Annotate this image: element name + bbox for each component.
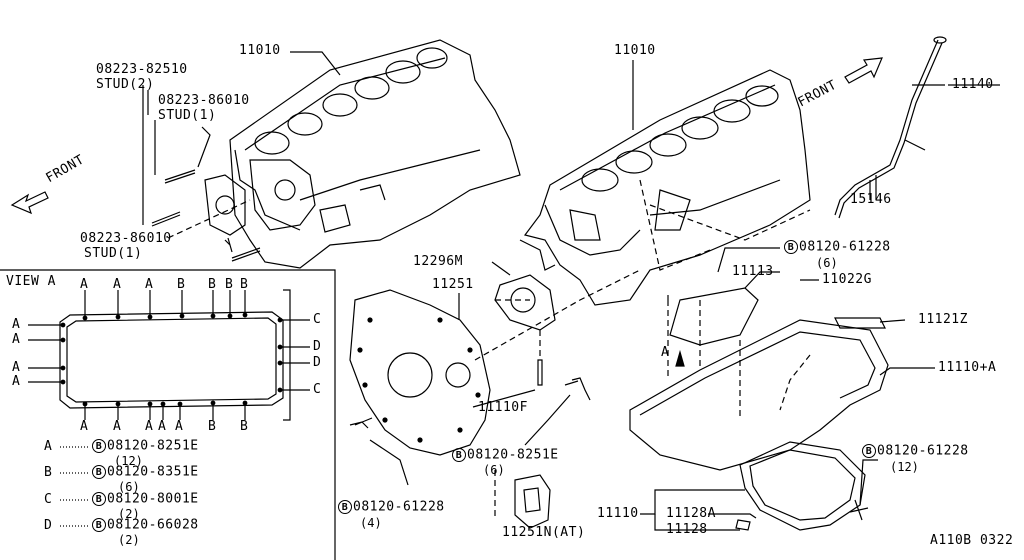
- rear-plate: [349, 289, 491, 456]
- legend-key: D: [44, 518, 53, 533]
- legend-qty: (12): [114, 454, 143, 468]
- studs-left: [142, 85, 261, 262]
- view-a-right-letter: C: [313, 312, 322, 327]
- label-block-right: 11010: [614, 43, 656, 58]
- label-view-arrow: A: [661, 345, 670, 360]
- label-bolt-top-right-qty: (6): [816, 256, 838, 270]
- view-a-top-letter: A: [80, 277, 89, 292]
- view-a-left-letter: A: [12, 360, 21, 375]
- at-cover: [514, 474, 551, 529]
- baffle-plate: [669, 287, 759, 346]
- bolt-symbol-icon: B: [338, 500, 352, 514]
- bolt-plate: [349, 417, 373, 429]
- bolt-symbol-icon: B: [92, 518, 106, 532]
- label-bolt-plate-qty: (4): [360, 516, 382, 530]
- legend-qty: (2): [118, 507, 140, 521]
- label-stud-11110f: 11110F: [478, 400, 528, 415]
- label-cover-at: 11251N(AT): [502, 525, 586, 540]
- view-a-top-letter: A: [113, 277, 122, 292]
- legend-key: B: [44, 465, 53, 480]
- label-block-left: 11010: [239, 43, 281, 58]
- label-oil-pan-assy: 11110+A: [938, 360, 997, 375]
- engine-block-left: [204, 39, 521, 269]
- view-a-bottom-letter: A: [158, 419, 167, 434]
- oil-pan-lower: [735, 441, 869, 531]
- label-bolt-center-qty: (6): [483, 463, 505, 477]
- view-a-frame: [0, 269, 336, 560]
- label-plug: 11022G: [822, 272, 872, 287]
- view-a-right-letter: D: [313, 355, 322, 370]
- view-a-left-letter: A: [12, 374, 21, 389]
- view-a-bottom-letter: A: [80, 419, 89, 434]
- bolt-symbol-icon: B: [92, 492, 106, 506]
- label-stud-upper-part: 08223-82510: [96, 62, 188, 77]
- label-oil-seal: 12296M: [413, 254, 463, 269]
- view-a-left-letter: A: [12, 332, 21, 347]
- guide-lines: [167, 179, 811, 520]
- label-stud-mid-part: 08223-86010: [158, 93, 250, 108]
- bolt-symbol-icon: B: [452, 448, 466, 462]
- view-a-top-letter: B: [208, 277, 217, 292]
- view-a-bottom-letter: B: [240, 419, 249, 434]
- view-a-top-letter: B: [240, 277, 249, 292]
- label-drain-plug: 11128: [666, 522, 708, 537]
- label-stud-low-part: 08223-86010: [80, 231, 172, 246]
- label-bolt-pan-side-qty: (12): [890, 460, 919, 474]
- stud-11110f: [537, 359, 543, 386]
- view-a-right-letter: D: [313, 339, 322, 354]
- view-a-title: VIEW A: [6, 274, 56, 289]
- view-a-bottom-letter: A: [175, 419, 184, 434]
- legend-qty: (2): [118, 533, 140, 547]
- bolt-center: [564, 377, 591, 401]
- label-stud-low-name: STUD(1): [84, 246, 143, 261]
- view-a-bottom-letter: A: [113, 419, 122, 434]
- engine-block-right: [519, 69, 811, 306]
- view-a-top-letter: B: [225, 277, 234, 292]
- label-stud-mid-name: STUD(1): [158, 108, 217, 123]
- legend-key: C: [44, 492, 53, 507]
- view-a-left-letter: A: [12, 317, 21, 332]
- front-arrow-left: [10, 191, 49, 215]
- view-a-top-letter: A: [145, 277, 154, 292]
- strainer: [834, 317, 886, 329]
- bolt-symbol-icon: B: [92, 439, 106, 453]
- leader-lines: [147, 51, 1000, 531]
- label-stud-upper-name: STUD(2): [96, 77, 155, 92]
- label-strainer: 11121Z: [918, 312, 968, 327]
- legend-qty: (6): [118, 480, 140, 494]
- bolt-symbol-icon: B: [784, 240, 798, 254]
- bolt-symbol-icon: B: [92, 465, 106, 479]
- front-arrow-right: [844, 57, 883, 84]
- view-a-bottom-letter: B: [208, 419, 217, 434]
- oil-pan-upper: [629, 287, 889, 471]
- label-rear-plate: 11251: [432, 277, 474, 292]
- view-a-right-letter: C: [313, 382, 322, 397]
- legend-key: A: [44, 439, 53, 454]
- bolt-symbol-icon: B: [862, 444, 876, 458]
- oil-seal-retainer: [494, 274, 556, 331]
- view-a-bottom-letter: A: [145, 419, 154, 434]
- label-baffle: 11113: [732, 264, 774, 279]
- view-a-top-letter: B: [177, 277, 186, 292]
- label-guide: 15146: [850, 192, 892, 207]
- diagram-code: A110B 0322: [930, 533, 1014, 548]
- label-oil-pan: 11110: [597, 506, 639, 521]
- dipstick: [834, 36, 947, 219]
- label-drain-washer: 11128A: [666, 506, 716, 521]
- label-dipstick: 11140: [952, 77, 994, 92]
